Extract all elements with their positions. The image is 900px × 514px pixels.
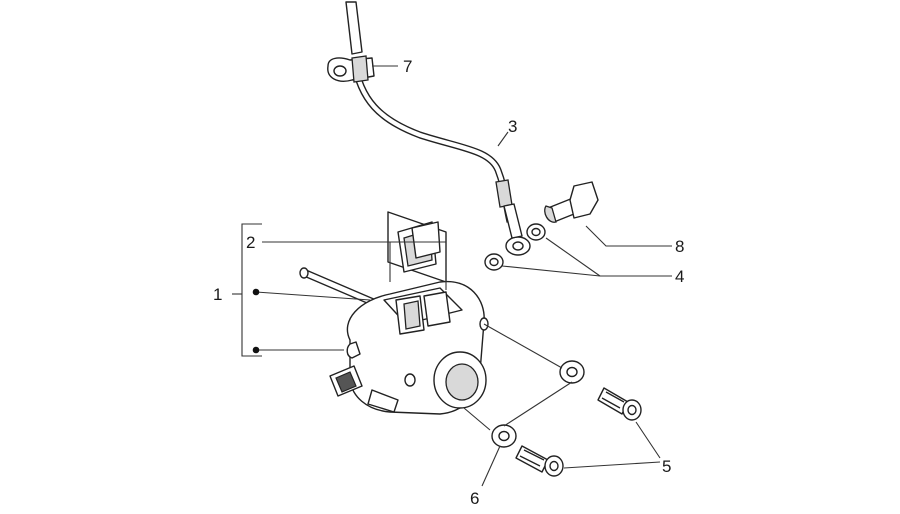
callout-1: 1 bbox=[213, 285, 222, 304]
banjo-bolt bbox=[544, 181, 599, 223]
sealing-washers bbox=[484, 223, 546, 271]
caliper-body bbox=[329, 280, 489, 415]
callout-2: 2 bbox=[246, 233, 255, 252]
callout-6: 6 bbox=[470, 489, 479, 508]
brake-pads bbox=[387, 211, 447, 283]
callout-8: 8 bbox=[675, 237, 684, 256]
hose-clamp bbox=[327, 55, 375, 83]
brake-hose bbox=[345, 1, 531, 256]
callout-labels: 1 2 3 4 5 6 7 8 bbox=[213, 57, 684, 508]
mounting-washers bbox=[491, 360, 585, 448]
callout-4: 4 bbox=[675, 267, 684, 286]
assembly-bracket bbox=[232, 223, 262, 357]
callout-5: 5 bbox=[662, 457, 671, 476]
leader-lines bbox=[255, 65, 672, 487]
mounting-bolts bbox=[515, 387, 642, 477]
callout-3: 3 bbox=[508, 117, 517, 136]
pad-pin bbox=[299, 267, 377, 307]
callout-7: 7 bbox=[403, 57, 412, 76]
